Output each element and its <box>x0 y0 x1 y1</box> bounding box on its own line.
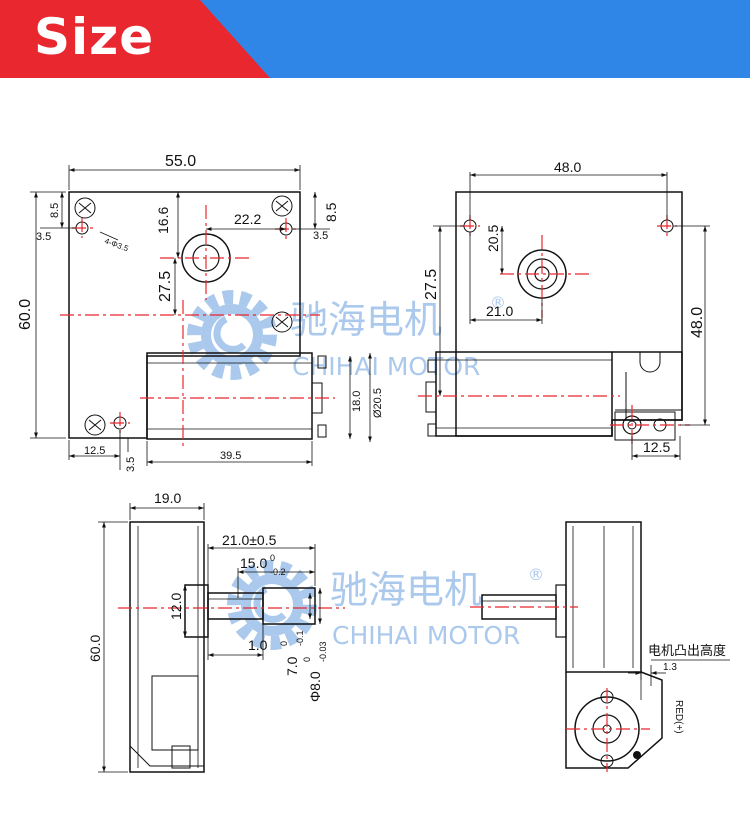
dim-height-60: 60.0 <box>17 299 34 330</box>
rear-dimension-lines <box>433 172 710 460</box>
watermark-reg: ® <box>490 293 506 312</box>
watermark-en: CHIHAI MOTOR <box>292 352 480 381</box>
end-protrusion-value: 1.3 <box>663 662 677 673</box>
dim-right-side: 3.5 <box>313 230 328 242</box>
end-dimension-lines <box>628 659 730 686</box>
front-dimension-lines <box>30 165 372 470</box>
dim-width-55: 55.0 <box>165 153 196 170</box>
dim-motor-dia: Ø20.5 <box>372 388 384 418</box>
dim-bottom-side: 3.5 <box>125 457 137 472</box>
watermark-cn: 驰海电机 <box>330 568 482 612</box>
watermark-reg: ® <box>528 565 544 584</box>
side-dimension-lines <box>98 503 322 773</box>
end-protrusion-label: 电机凸出高度 <box>648 643 726 658</box>
end-dimension-text: 电机凸出高度 1.3 RED(+) <box>648 643 726 734</box>
dim-shaft-to-hole: 27.5 <box>157 271 174 302</box>
header-banner: Size <box>0 0 750 78</box>
dim-side-width: 19.0 <box>154 490 181 506</box>
dim-dia-tol-up: 0 <box>302 657 312 662</box>
front-centerlines <box>60 205 335 450</box>
dim-bottom-hole: 12.5 <box>84 445 105 457</box>
dim-motor-height: 18.0 <box>351 391 363 412</box>
end-view <box>481 521 663 769</box>
dim-shaft-length: 21.0±0.5 <box>222 532 277 548</box>
rear-dimension-text: 48.0 20.5 27.5 21.0 48.0 12.5 <box>423 159 706 455</box>
end-polarity-label: RED(+) <box>673 700 684 734</box>
dim-rear-width: 48.0 <box>554 159 581 175</box>
dim-shaft-dia: Φ8.0 <box>307 671 323 702</box>
front-dimension-text: 55.0 60.0 8.5 3.5 4-Φ3.5 16.6 22.2 8.5 3… <box>17 153 384 472</box>
dim-motor-length: 39.5 <box>220 450 241 462</box>
dim-dcut-tol-down: -0.2 <box>270 567 286 577</box>
watermark-cn: 驰海电机 <box>290 298 442 342</box>
watermark-lower: 驰海电机 ® CHIHAI MOTOR <box>227 560 544 650</box>
watermark-en: CHIHAI MOTOR <box>332 621 520 650</box>
dim-side-height: 60.0 <box>87 635 103 662</box>
dim-shaft-horizontal: 22.2 <box>234 211 261 227</box>
side-view <box>129 521 316 773</box>
dim-dcut-main: 15.0 <box>240 555 267 571</box>
dim-rear-shaft-x: 21.0 <box>486 303 513 319</box>
dim-flat-tol-up: 0 <box>279 641 289 646</box>
gear-logo-icon <box>187 290 277 380</box>
watermark-upper: 驰海电机 ® CHIHAI MOTOR <box>187 290 506 381</box>
dim-dcut-tol-up: 0 <box>270 553 275 563</box>
dim-rear-hole-drop: 20.5 <box>485 225 501 252</box>
dim-right-hole: 8.5 <box>323 202 339 222</box>
dim-flat-main: 7.0 <box>284 656 300 676</box>
rear-view <box>425 191 683 441</box>
end-centerlines <box>470 606 650 772</box>
dim-rear-shaft-height: 27.5 <box>423 269 440 300</box>
page-title: Size <box>34 8 155 66</box>
dim-top-hole: 8.5 <box>49 203 61 218</box>
dim-hub-length: 1.0 <box>248 637 268 653</box>
dim-dia-tol-down: -0.03 <box>318 641 328 662</box>
dim-shaft-vertical: 16.6 <box>155 207 171 234</box>
dim-rear-terminal: 12.5 <box>643 439 670 455</box>
dim-side-hole: 3.5 <box>36 231 51 243</box>
dim-flat-tol-down: -0.1 <box>295 630 305 646</box>
side-dimension-text: 19.0 60.0 21.0±0.5 15.0 0 -0.2 12.0 1.0 … <box>87 490 328 702</box>
dim-hub-height: 12.0 <box>168 593 184 620</box>
dim-rear-height: 48.0 <box>689 307 706 338</box>
